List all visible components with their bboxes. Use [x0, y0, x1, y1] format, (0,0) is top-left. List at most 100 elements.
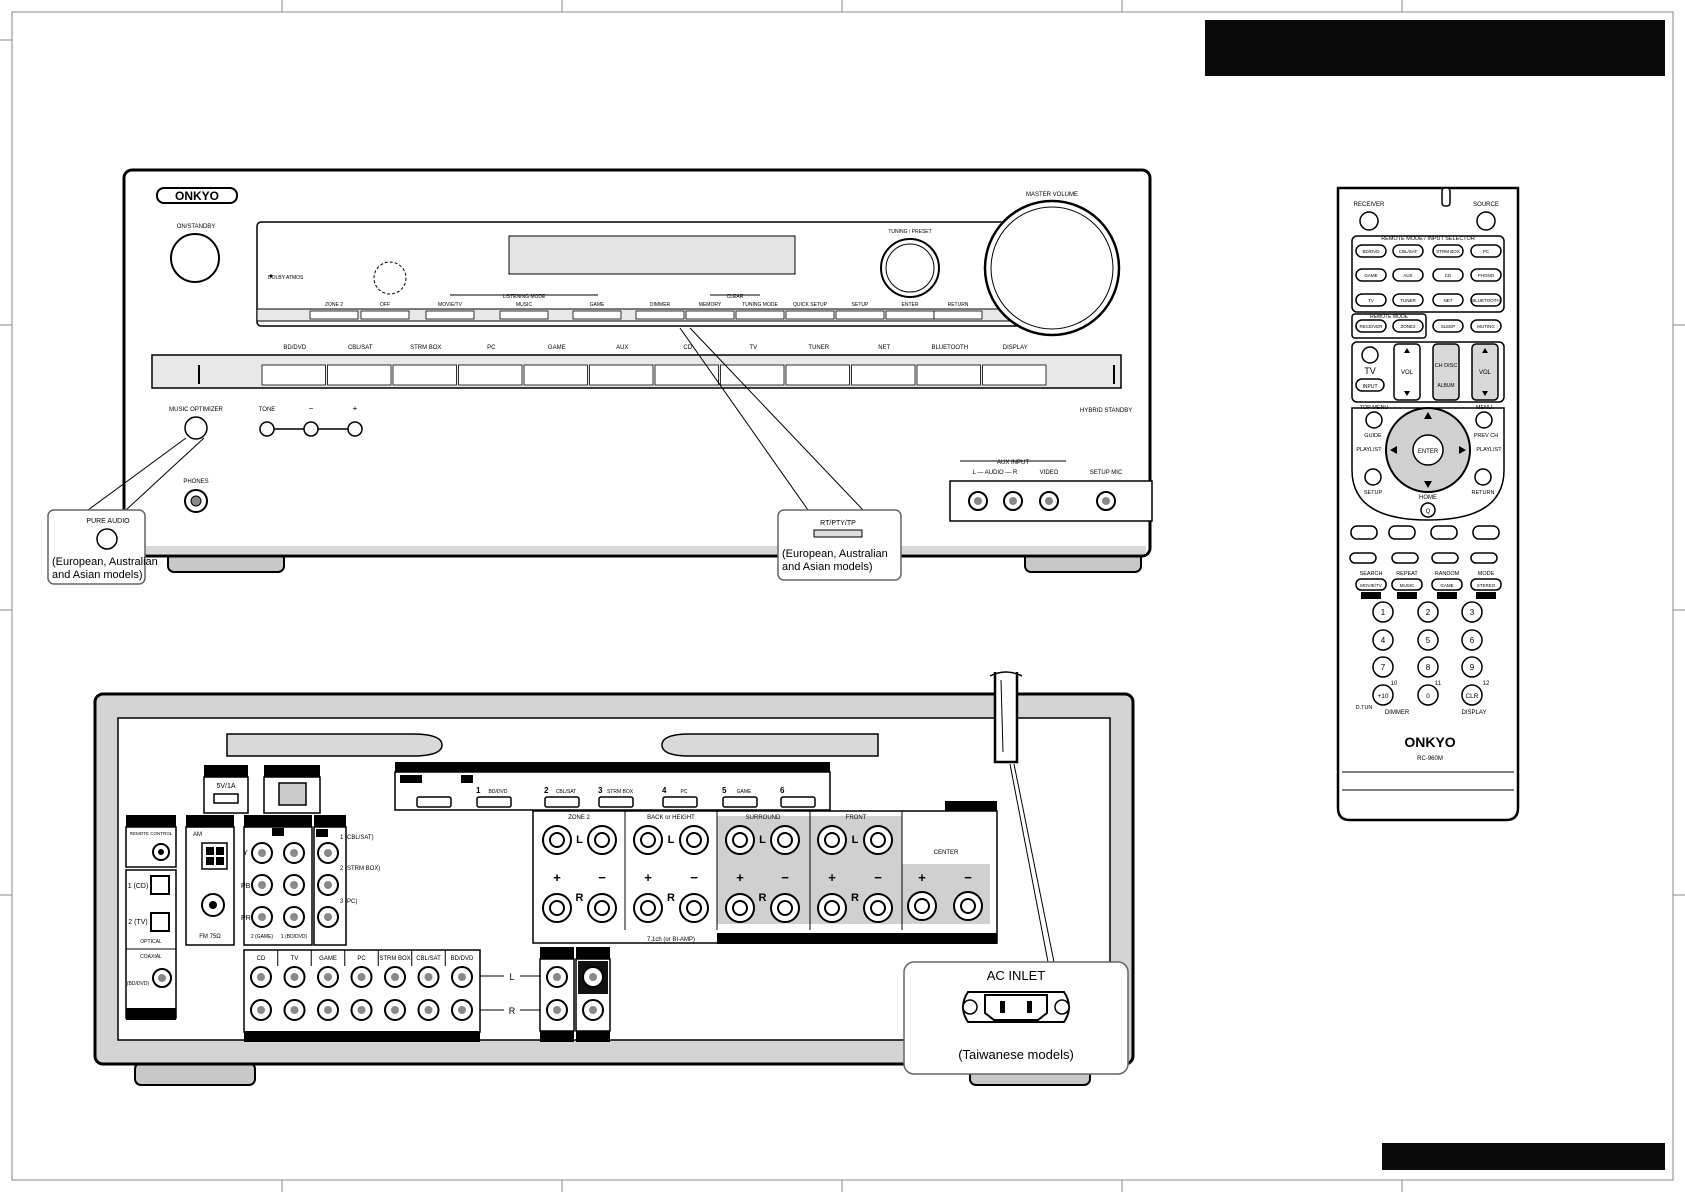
button-memory[interactable]: [685, 310, 735, 320]
master-volume-rocker[interactable]: [1471, 343, 1499, 401]
selector-tv[interactable]: [720, 364, 785, 386]
selector-bluetooth[interactable]: [916, 364, 981, 386]
tone-button[interactable]: [259, 421, 275, 437]
tv-power-button[interactable]: [1361, 346, 1379, 364]
digit-button-3[interactable]: [1461, 601, 1483, 623]
plus10-button[interactable]: [1372, 684, 1394, 706]
playlist-right-label: PLAYLIST: [1476, 447, 1502, 453]
mode-button-movie-tv[interactable]: [1355, 578, 1387, 591]
remote-button-receiver[interactable]: [1355, 319, 1387, 333]
selector-strm-box[interactable]: [392, 364, 457, 386]
music-optimizer-button[interactable]: [184, 416, 208, 440]
digit-button-7[interactable]: [1372, 656, 1394, 678]
remote-button-net[interactable]: [1432, 293, 1464, 307]
tv-input-button[interactable]: [1355, 378, 1385, 392]
mode-button-stereo[interactable]: [1470, 578, 1502, 591]
digit-button-9[interactable]: [1461, 656, 1483, 678]
tone-minus-button[interactable]: [303, 421, 319, 437]
remote-source-power-button[interactable]: [1476, 211, 1496, 231]
remote-button-tuner[interactable]: [1392, 293, 1424, 307]
mode-button-music[interactable]: [1391, 578, 1423, 591]
transport-play-button[interactable]: [1391, 552, 1419, 564]
remote-button-cd[interactable]: [1432, 268, 1464, 282]
selector-cd[interactable]: [654, 364, 719, 386]
transport-skip-button[interactable]: [1472, 525, 1500, 540]
selector-pc[interactable]: [458, 364, 523, 386]
remote-button-tv[interactable]: [1355, 293, 1387, 307]
remote-button-zone2[interactable]: [1392, 319, 1424, 333]
hdmi-in-port[interactable]: [598, 796, 634, 808]
am-terminal[interactable]: [201, 842, 228, 870]
button-setup[interactable]: [835, 310, 885, 320]
transport-skip-button[interactable]: [1350, 525, 1378, 540]
remote-button-strm-box[interactable]: [1432, 244, 1464, 258]
tone-plus-button[interactable]: [347, 421, 363, 437]
remote-button-sleep[interactable]: [1432, 319, 1464, 333]
color-key-label-c: C: [1445, 594, 1450, 600]
mode-button-game[interactable]: [1431, 578, 1463, 591]
digit-button-1[interactable]: [1372, 601, 1394, 623]
digit-button-8[interactable]: [1417, 656, 1439, 678]
button-zone-2[interactable]: [309, 310, 359, 320]
top-menu-button[interactable]: [1365, 411, 1383, 429]
optical1-port[interactable]: [150, 875, 170, 895]
selector-label-tuner: TUNER: [808, 345, 829, 351]
button-off[interactable]: [360, 310, 410, 320]
clr-button[interactable]: [1461, 684, 1483, 706]
optical2-port[interactable]: [150, 912, 170, 932]
hdmi-out-port[interactable]: [416, 796, 452, 808]
hdmi-in-port[interactable]: [722, 796, 758, 808]
digit-button-2[interactable]: [1417, 601, 1439, 623]
button-tuning-mode[interactable]: [735, 310, 785, 320]
remote-button-aux[interactable]: [1392, 268, 1424, 282]
remote-button-phono[interactable]: [1470, 268, 1502, 282]
selector-cbl-sat[interactable]: [327, 364, 392, 386]
menu-button[interactable]: [1475, 411, 1493, 429]
button-enter[interactable]: [885, 310, 935, 320]
selector-display[interactable]: [982, 364, 1047, 386]
digit-0-button[interactable]: [1417, 684, 1439, 706]
hdmi-in-port[interactable]: [544, 796, 580, 808]
transport-skip-button[interactable]: [1430, 525, 1458, 540]
transport-play-button[interactable]: [1349, 552, 1377, 564]
speakers-label: SPEAKERS: [954, 805, 987, 811]
transport-skip-button[interactable]: [1388, 525, 1416, 540]
hdmi-in-port[interactable]: [476, 796, 512, 808]
ethernet-port[interactable]: [278, 782, 307, 806]
power-button[interactable]: [170, 233, 220, 283]
transport-play-button[interactable]: [1431, 552, 1459, 564]
button-game[interactable]: [572, 310, 622, 320]
q-button[interactable]: [1420, 502, 1436, 518]
remote-button-muting[interactable]: [1470, 319, 1502, 333]
selector-net[interactable]: [851, 364, 916, 386]
button-quick-setup[interactable]: [785, 310, 835, 320]
button-dimmer[interactable]: [635, 310, 685, 320]
button-movie-tv[interactable]: [425, 310, 475, 320]
remote-button-bd-dvd[interactable]: [1355, 244, 1387, 258]
remote-button-cbl-sat[interactable]: [1392, 244, 1424, 258]
button-music[interactable]: [499, 310, 549, 320]
tv-volume-rocker[interactable]: [1393, 343, 1421, 401]
usb-port[interactable]: [213, 793, 239, 804]
hdmi-in-port[interactable]: [780, 796, 816, 808]
remote-receiver-power-button[interactable]: [1359, 211, 1379, 231]
remote-button-game[interactable]: [1355, 268, 1387, 282]
selector-bd-dvd[interactable]: [261, 364, 326, 386]
button-return[interactable]: [933, 310, 983, 320]
return-button[interactable]: [1474, 468, 1492, 486]
ch-disc-rocker[interactable]: [1432, 343, 1460, 401]
selector-tuner[interactable]: [785, 364, 850, 386]
digit-button-5[interactable]: [1417, 629, 1439, 651]
selector-aux[interactable]: [589, 364, 654, 386]
enter-button[interactable]: [1412, 434, 1444, 466]
digit-button-6[interactable]: [1461, 629, 1483, 651]
digit-button-4[interactable]: [1372, 629, 1394, 651]
transport-play-button[interactable]: [1470, 552, 1498, 564]
remote-button-pc[interactable]: [1470, 244, 1502, 258]
hdmi-in-port[interactable]: [662, 796, 698, 808]
rt-pty-tp-button[interactable]: [813, 529, 863, 538]
selector-game[interactable]: [523, 364, 588, 386]
remote-button-bluetooth[interactable]: [1470, 293, 1502, 307]
setup-button[interactable]: [1364, 468, 1382, 486]
pure-audio-button[interactable]: [96, 528, 118, 550]
